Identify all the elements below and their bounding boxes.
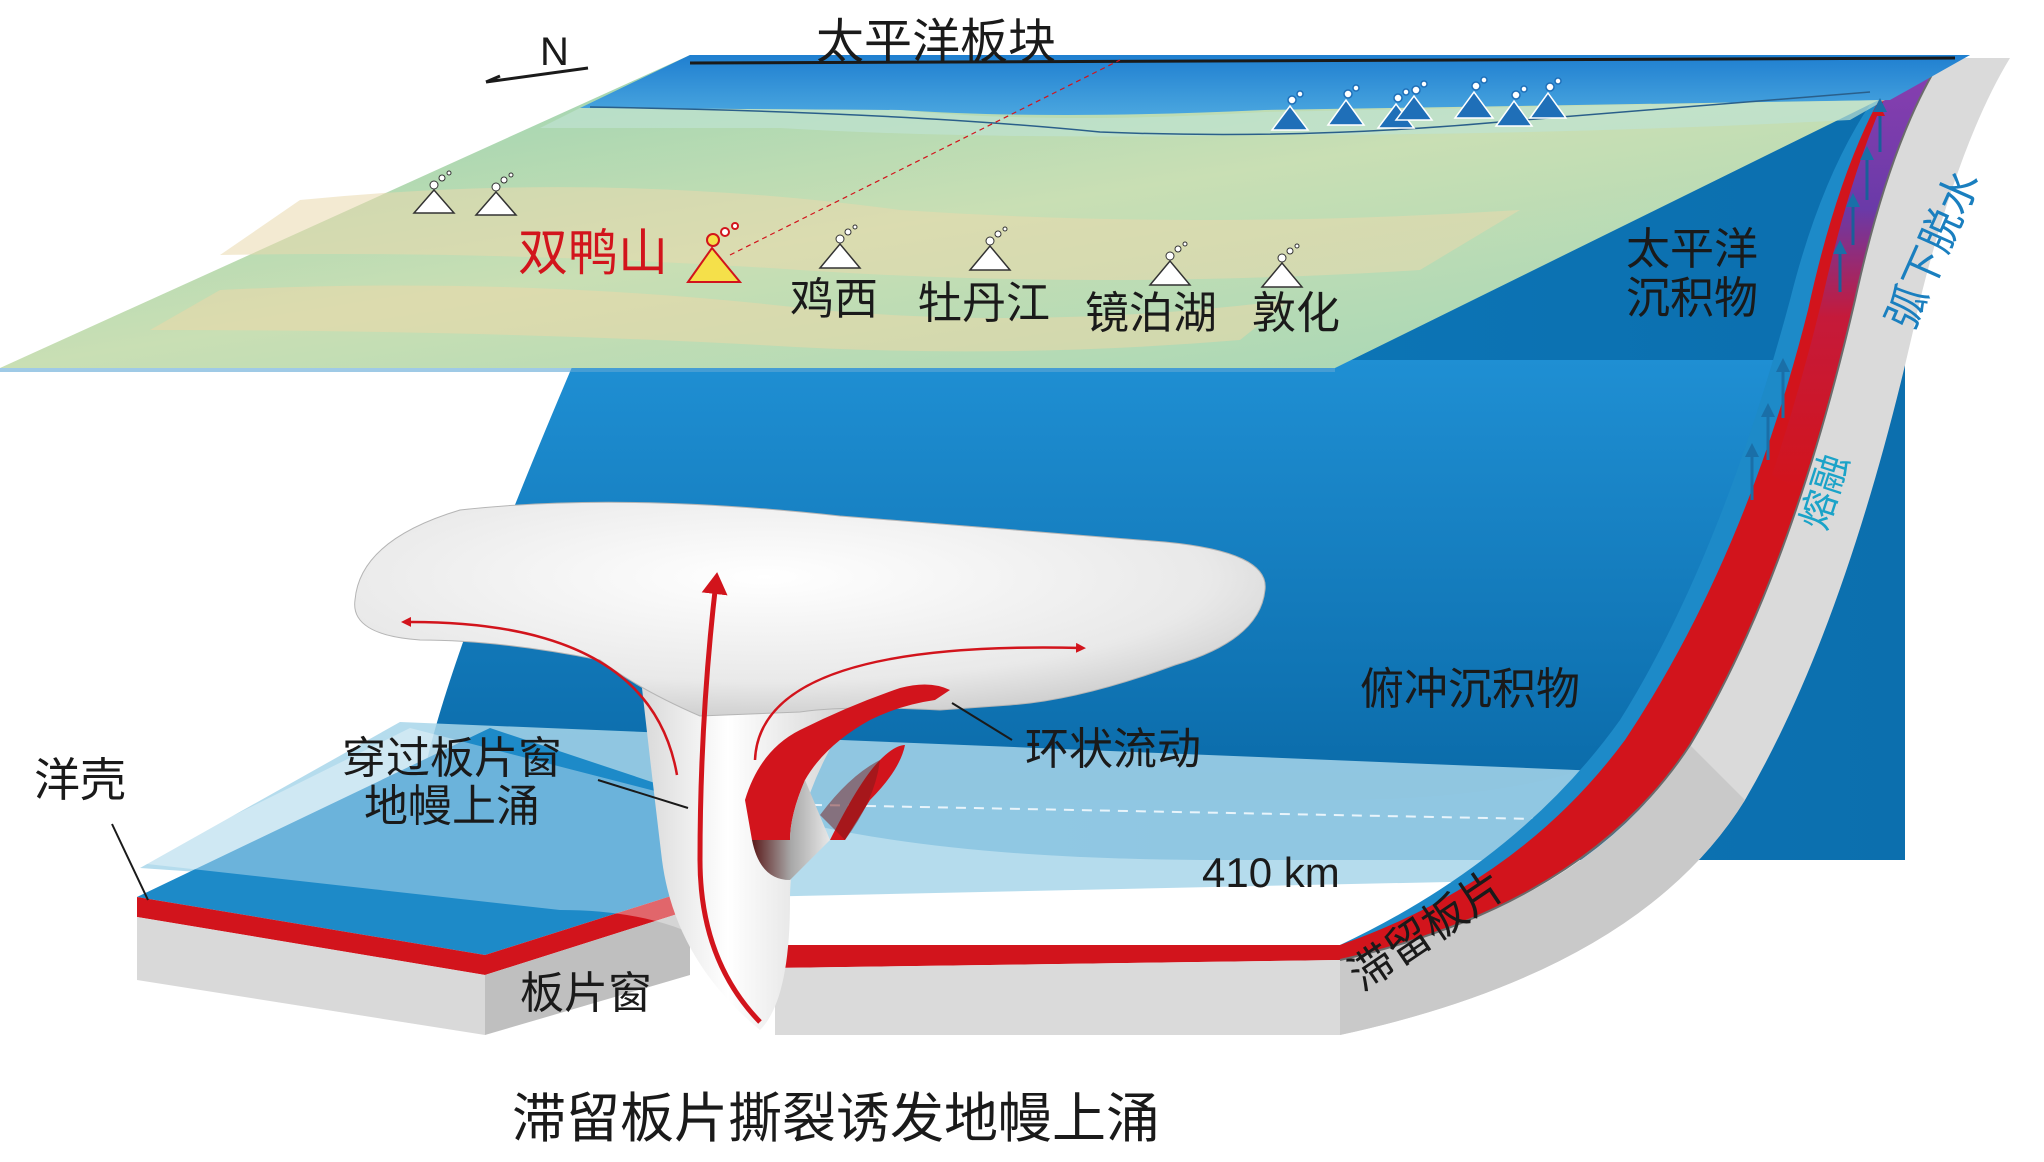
- arc-volcano-icons: [1270, 76, 1568, 131]
- map-land-highlight: [220, 187, 1520, 280]
- slab-window-label: 板片窗: [520, 968, 652, 1019]
- left-slab-top: [137, 728, 760, 955]
- plume-rise-arrow: [697, 572, 762, 1024]
- upwelling-label: 穿过板片窗 地幔上涌: [342, 733, 562, 833]
- slab-window-sheet: [138, 728, 770, 985]
- right-slab-red-crust: [775, 58, 1942, 968]
- volcano-icon-jixi: [818, 224, 862, 269]
- upwelling-line1: 穿过板片窗: [342, 733, 562, 784]
- volcano-icon-mudanjiang: [968, 226, 1012, 271]
- oceanic-crust-label: 洋壳: [34, 753, 126, 807]
- subduction-purple-edge: [1772, 58, 1942, 490]
- depth-410-label: 410 km: [1202, 849, 1340, 896]
- arrow-heads: [1745, 98, 1887, 457]
- ring-flow-curl-2: [820, 760, 880, 840]
- pacific-plate-label: 太平洋板块: [816, 14, 1057, 70]
- left-flow-arrow: [401, 616, 679, 776]
- forearc-sediment-label: 俯冲沉积物: [1360, 664, 1580, 715]
- coastline: [589, 91, 1871, 136]
- volcano-label-shuangyashan: 双鸭山: [518, 224, 668, 282]
- map-sea: [580, 55, 1970, 115]
- volcano-icon-west-2: [474, 172, 518, 216]
- north-label: N: [540, 30, 569, 74]
- left-slab-side-face: [485, 910, 690, 1035]
- trench-line: [689, 56, 1956, 65]
- right-slab-top: [775, 60, 1905, 955]
- pacific-sediment-line1: 太平洋: [1626, 224, 1758, 275]
- map-land-highlight-2: [150, 285, 1290, 352]
- volcano-label-mudanjiang: 牡丹江: [918, 278, 1050, 329]
- left-slab-red-crust: [137, 890, 690, 975]
- pacific-sediment-line2: 沉积物: [1626, 273, 1758, 325]
- right-slab-front-face: [1340, 745, 1745, 1035]
- volcano-icon-dunhua: [1260, 243, 1304, 288]
- right-flow-arrow: [753, 642, 1086, 761]
- volcano-icon-shuangyashan: [686, 222, 743, 283]
- upwelling-leader: [597, 779, 689, 809]
- volcano-label-jixi: 鸡西: [790, 274, 878, 325]
- projection-dashed-line: [729, 59, 1121, 256]
- left-slab-front-face: [137, 917, 485, 1035]
- figure-caption: 滞留板片撕裂诱发地幔上涌: [512, 1087, 1160, 1150]
- volcano-label-dunhua: 敦化: [1252, 288, 1340, 339]
- ring-flow-label: 环状流动: [1025, 724, 1201, 775]
- volcano-icon-jingpohu: [1148, 241, 1192, 286]
- melting-arrow-icons: [1750, 370, 1785, 500]
- ocean-crust-leader: [111, 823, 149, 901]
- volcano-label-jingpohu: 镜泊湖: [1085, 288, 1217, 339]
- ring-flow-inner: [752, 780, 830, 880]
- map-edge: [0, 368, 1335, 372]
- north-arrow-icon: [485, 66, 589, 84]
- ring-flow-ribbon: [745, 684, 950, 840]
- ring-flow-leader: [951, 702, 1013, 741]
- dehydration-arrow-icons: [1838, 106, 1885, 292]
- volcano-icon-west-1: [412, 170, 456, 214]
- upwelling-line2: 地幔上涌: [364, 781, 540, 833]
- pacific-sediment-label: 太平洋 沉积物: [1626, 225, 1758, 324]
- right-slab-edge-outline: [1339, 57, 1943, 961]
